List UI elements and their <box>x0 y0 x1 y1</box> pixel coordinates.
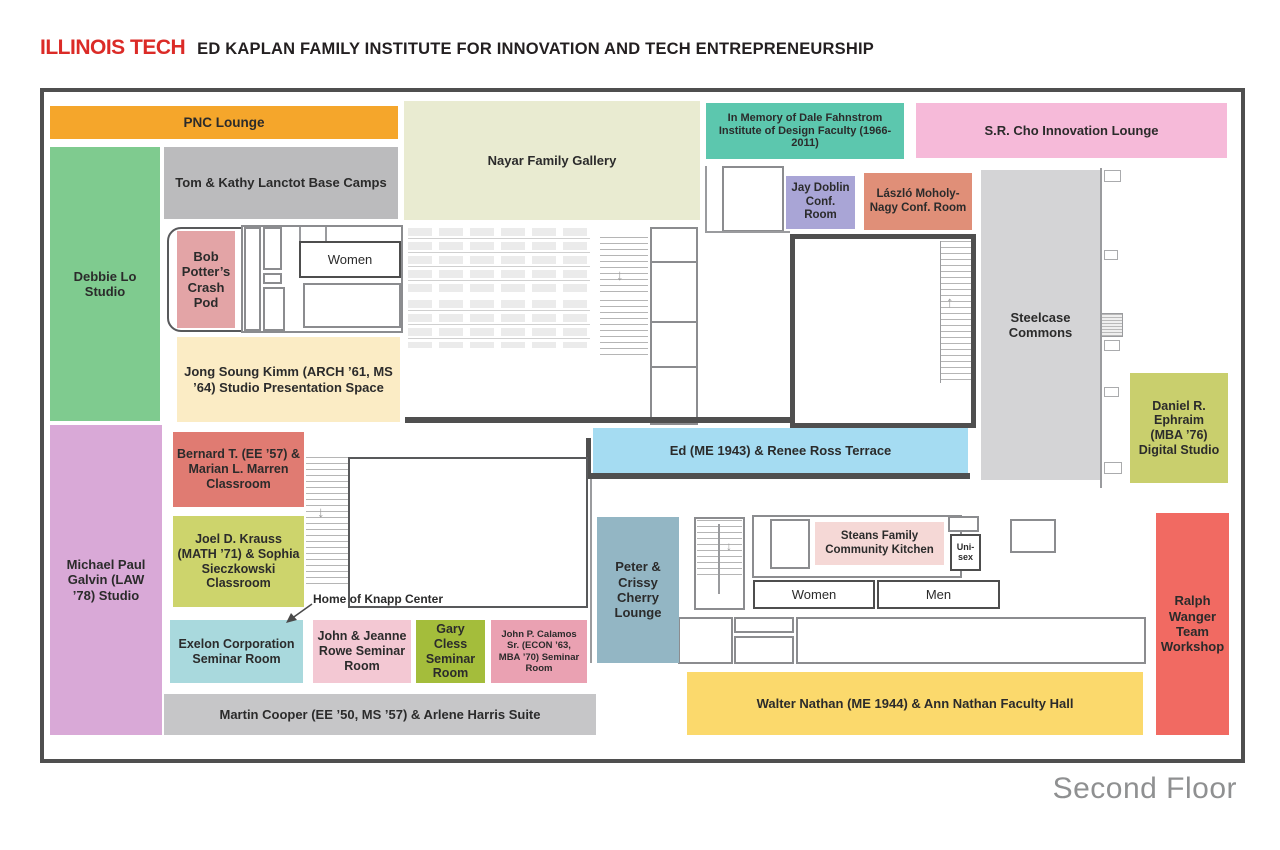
room-kimm-presentation-space: Jong Soung Kimm (ARCH ’61, MS ’64) Studi… <box>177 337 400 422</box>
room-outline <box>650 366 698 425</box>
wall-segment <box>705 231 790 233</box>
room-outline <box>263 273 282 284</box>
room-women-top: Women <box>299 241 401 278</box>
room-ephraim-digital-studio: Daniel R. Ephraim (MBA ’76) Digital Stud… <box>1130 373 1228 483</box>
stairs-down-arrow-icon: ↓ <box>616 267 624 284</box>
room-cooper-harris-suite: Martin Cooper (EE ’50, MS ’57) & Arlene … <box>164 694 596 735</box>
room-wanger-workshop: Ralph Wanger Team Workshop <box>1156 513 1229 735</box>
wall-segment <box>325 227 327 249</box>
room-exelon-seminar: Exelon Corporation Seminar Room <box>170 620 303 683</box>
stair-handrail <box>718 524 720 594</box>
room-cless-seminar: Gary Cless Seminar Room <box>416 620 485 683</box>
room-cho-innovation-lounge: S.R. Cho Innovation Lounge <box>916 103 1227 158</box>
room-lanctot-base-camps: Tom & Kathy Lanctot Base Camps <box>164 147 398 219</box>
floor-level-label: Second Floor <box>1052 772 1237 805</box>
room-rowe-seminar: John & Jeanne Rowe Seminar Room <box>313 620 411 683</box>
room-jay-doblin-conf: Jay Doblin Conf. Room <box>786 176 855 229</box>
annotation-arrow-icon <box>286 603 313 623</box>
wall-segment <box>405 417 792 423</box>
room-outline <box>1010 519 1056 553</box>
room-outline <box>948 516 979 532</box>
room-krauss-classroom: Joel D. Krauss (MATH ’71) & Sophia Siecz… <box>173 516 304 607</box>
knapp-room-outline <box>348 457 588 608</box>
room-women: Women <box>753 580 875 609</box>
door-marker <box>1104 387 1119 397</box>
room-outline <box>678 617 733 664</box>
door-marker <box>1104 250 1118 260</box>
room-outline <box>244 227 261 331</box>
wall-segment <box>586 438 591 478</box>
auditorium-seats <box>408 228 590 292</box>
stairs-up-arrow-icon: ↑ <box>946 294 954 311</box>
room-unisex: Uni-sex <box>950 534 981 571</box>
room-outline <box>770 519 810 569</box>
stairs <box>940 241 971 383</box>
door-marker <box>1104 462 1122 474</box>
stairs <box>306 457 348 585</box>
room-galvin-studio: Michael Paul Galvin (LAW ’78) Studio <box>50 425 162 735</box>
door-marker <box>1104 170 1121 182</box>
room-pnc-lounge: PNC Lounge <box>50 106 398 139</box>
wall-segment <box>299 227 301 249</box>
door-marker <box>1104 340 1120 351</box>
room-nathan-faculty-hall: Walter Nathan (ME 1944) & Ann Nathan Fac… <box>687 672 1143 735</box>
room-outline <box>650 321 698 368</box>
stairs <box>600 300 648 355</box>
room-fahnstrom-memorial: In Memory of Dale Fahnstrom Institute of… <box>706 103 904 159</box>
page-header: ILLINOIS TECH ED KAPLAN FAMILY INSTITUTE… <box>40 36 874 60</box>
stairs <box>600 237 648 292</box>
room-steelcase-commons: Steelcase Commons <box>981 170 1100 480</box>
knapp-center-annotation: Home of Knapp Center <box>313 592 444 606</box>
room-outline <box>650 227 698 263</box>
wall-segment <box>583 473 970 479</box>
room-outline <box>650 261 698 323</box>
room-outline <box>303 283 401 328</box>
room-outline <box>263 287 285 331</box>
room-bob-potter-crash-pod: Bob Potter’s Crash Pod <box>177 231 235 328</box>
room-men: Men <box>877 580 1000 609</box>
room-nayar-family-gallery: Nayar Family Gallery <box>404 101 700 220</box>
room-debbie-lo-studio: Debbie Lo Studio <box>50 147 160 421</box>
room-outline <box>734 617 794 633</box>
wall-segment <box>590 479 592 663</box>
stairs-down-arrow-icon: ↓ <box>726 539 732 553</box>
room-outline <box>722 166 784 232</box>
room-outline <box>263 227 282 270</box>
room-ross-terrace: Ed (ME 1943) & Renee Ross Terrace <box>593 428 968 473</box>
room-outline <box>734 636 794 664</box>
page-title: ED KAPLAN FAMILY INSTITUTE FOR INNOVATIO… <box>197 40 874 58</box>
door-marker <box>1101 313 1123 337</box>
auditorium-seats <box>408 300 590 348</box>
room-outline <box>796 617 1146 664</box>
room-steans-kitchen: Steans Family Community Kitchen <box>815 522 944 565</box>
illinois-tech-logo: ILLINOIS TECH <box>40 36 186 59</box>
wall-segment <box>705 166 707 233</box>
stairs-down-arrow-icon: ↓ <box>317 504 325 521</box>
room-moholy-nagy-conf: László Moholy-Nagy Conf. Room <box>864 173 972 230</box>
room-marren-classroom: Bernard T. (EE ’57) & Marian L. Marren C… <box>173 432 304 507</box>
room-cherry-lounge: Peter & Crissy Cherry Lounge <box>597 517 679 663</box>
room-calamos-seminar: John P. Calamos Sr. (ECON ’63, MBA ’70) … <box>491 620 587 683</box>
